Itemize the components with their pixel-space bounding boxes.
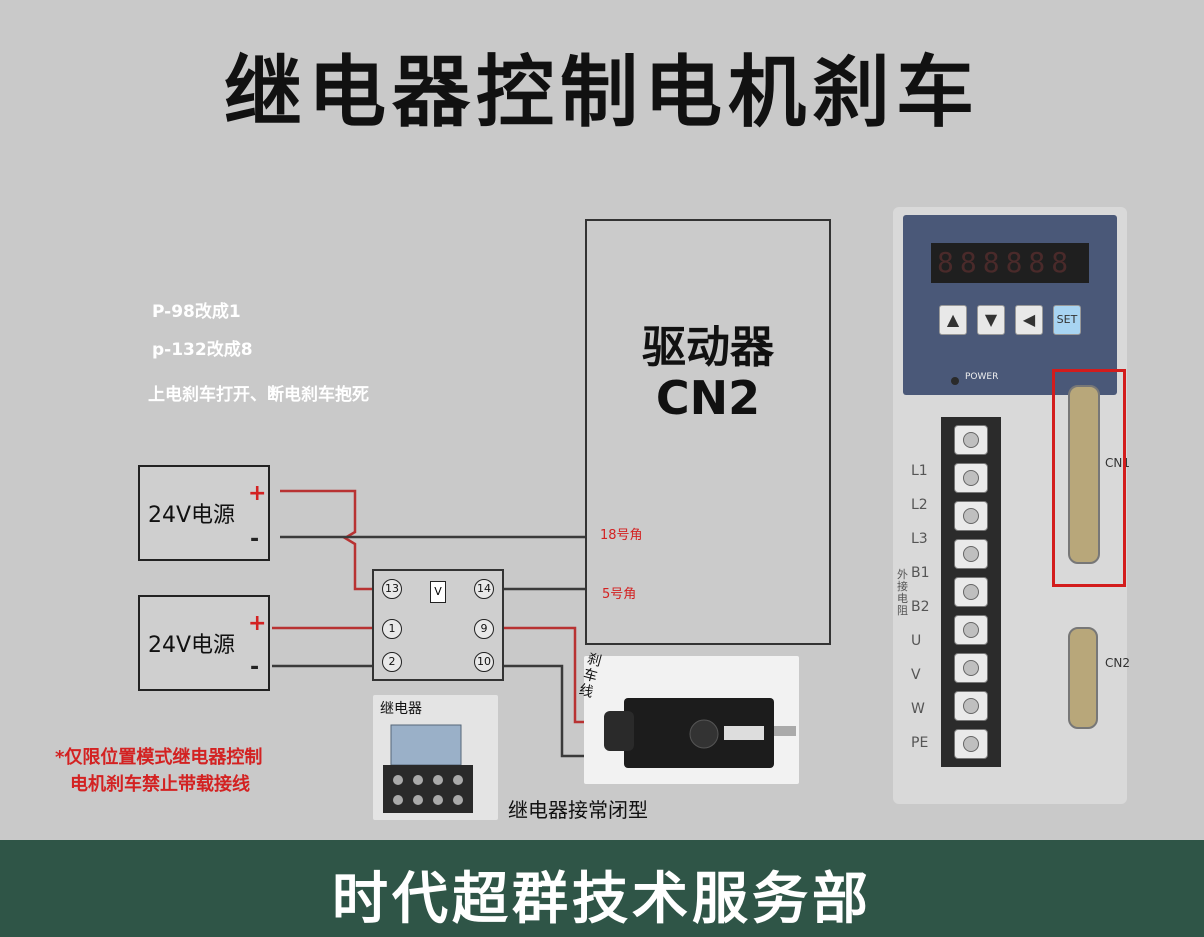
cn2-label: CN2 bbox=[1105, 656, 1130, 670]
terminal-screw bbox=[954, 615, 988, 645]
page-title: 继电器控制电机刹车 bbox=[223, 48, 980, 138]
power-supply-2: 24V电源 + - bbox=[138, 595, 270, 691]
terminal-screw bbox=[954, 425, 988, 455]
terminal-label-l3: L3 bbox=[911, 531, 928, 547]
resistor-label: 外接电阻 bbox=[897, 568, 908, 617]
terminal-label-pe: PE bbox=[911, 735, 929, 751]
footer-text: 时代超群技术服务部 bbox=[332, 867, 872, 932]
terminal-screw bbox=[954, 653, 988, 683]
terminal-screw bbox=[954, 501, 988, 531]
power-label: POWER bbox=[965, 372, 999, 382]
relay-terminal-2: 2 bbox=[382, 652, 402, 672]
terminal-screw bbox=[954, 463, 988, 493]
relay-photo bbox=[373, 695, 498, 820]
down-key[interactable]: ▼ bbox=[977, 305, 1005, 335]
terminal-label-w: W bbox=[911, 701, 925, 717]
power-supply-2-minus: - bbox=[250, 655, 260, 680]
terminal-screw bbox=[954, 729, 988, 759]
footer-bar: 时代超群技术服务部 bbox=[0, 840, 1204, 937]
pin-label-18: 18号角 bbox=[600, 528, 643, 543]
terminal-label-l1: L1 bbox=[911, 463, 928, 479]
seven-segment-display: 888888 bbox=[931, 243, 1089, 283]
terminal-label-v: V bbox=[911, 667, 921, 683]
terminal-label-b2: B2 bbox=[911, 599, 930, 615]
relay-terminal-13: 13 bbox=[382, 579, 402, 599]
terminal-label-u: U bbox=[911, 633, 922, 649]
driver-box: 驱动器 CN2 bbox=[585, 219, 831, 645]
up-key[interactable]: ▲ bbox=[939, 305, 967, 335]
terminal-strip bbox=[941, 417, 1001, 767]
power-supply-1-minus: - bbox=[250, 527, 260, 552]
power-led bbox=[951, 377, 959, 385]
terminal-label-b1: B1 bbox=[911, 565, 930, 581]
power-supply-2-plus: + bbox=[248, 611, 267, 636]
note-p98: P-98改成1 bbox=[152, 302, 241, 322]
note-brake-behavior: 上电刹车打开、断电刹车抱死 bbox=[148, 385, 369, 405]
power-supply-1: 24V电源 + - bbox=[138, 465, 270, 561]
relay-terminal-14: 14 bbox=[474, 579, 494, 599]
relay-terminal-1: 1 bbox=[382, 619, 402, 639]
cn2-port bbox=[1068, 627, 1098, 729]
driver-port: CN2 bbox=[655, 371, 761, 425]
drive-control-panel: 888888 ▲ ▼ ◀ SET POWER bbox=[903, 215, 1117, 395]
terminal-screw bbox=[954, 691, 988, 721]
warning-line-1: *仅限位置模式继电器控制 bbox=[55, 747, 263, 768]
cn1-highlight-frame bbox=[1052, 369, 1126, 587]
power-supply-2-label: 24V电源 bbox=[148, 633, 236, 658]
relay-photo-image bbox=[383, 724, 473, 813]
set-key[interactable]: SET bbox=[1053, 305, 1081, 335]
terminal-screw bbox=[954, 577, 988, 607]
relay-type-caption: 继电器接常闭型 bbox=[508, 798, 648, 822]
cn1-port bbox=[1068, 385, 1100, 564]
power-supply-1-plus: + bbox=[248, 481, 267, 506]
driver-name: 驱动器 bbox=[642, 322, 774, 373]
relay-terminal-9: 9 bbox=[474, 619, 494, 639]
relay-terminal-10: 10 bbox=[474, 652, 494, 672]
warning-line-2: 电机刹车禁止带载接线 bbox=[70, 774, 250, 795]
terminal-label-l2: L2 bbox=[911, 497, 928, 513]
relay-schematic: 13 V 14 1 9 2 10 bbox=[372, 569, 504, 681]
relay-photo-label: 继电器 bbox=[380, 701, 422, 717]
terminal-screw bbox=[954, 539, 988, 569]
pin-label-5: 5号角 bbox=[602, 587, 637, 602]
relay-coil: V bbox=[430, 581, 446, 603]
servo-drive-unit: 888888 ▲ ▼ ◀ SET POWER L1 L2 L3 B1 B2 U … bbox=[893, 207, 1130, 804]
power-supply-1-label: 24V电源 bbox=[148, 503, 236, 528]
display-digits: 888888 bbox=[937, 246, 1075, 279]
note-p132: p-132改成8 bbox=[152, 340, 253, 360]
left-key[interactable]: ◀ bbox=[1015, 305, 1043, 335]
motor-photo bbox=[584, 656, 799, 784]
motor-image bbox=[604, 698, 796, 768]
